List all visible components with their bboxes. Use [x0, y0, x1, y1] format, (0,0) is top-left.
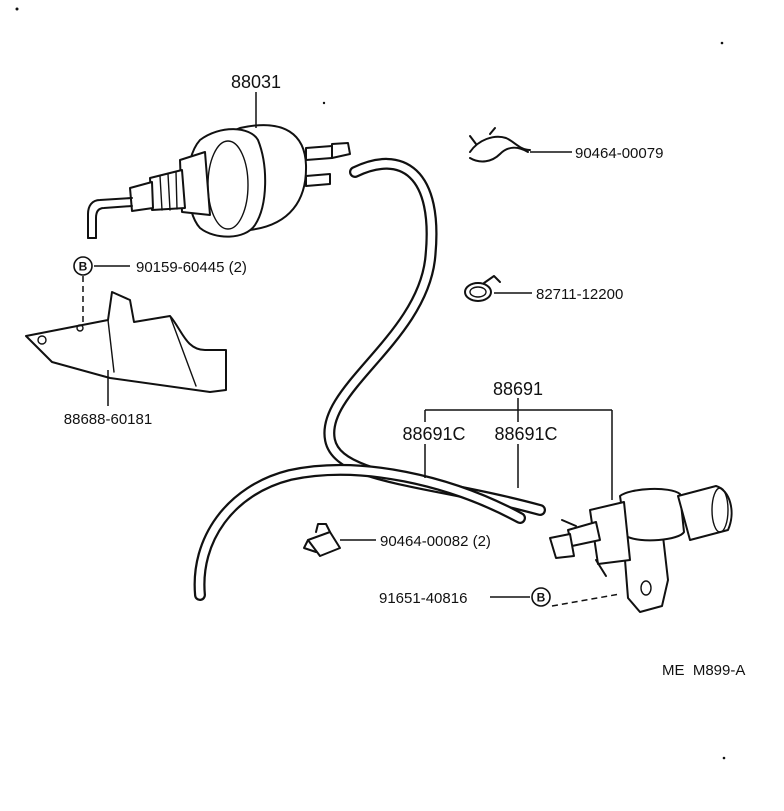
hose-clamp-part [464, 275, 501, 302]
badge-bolt-lower: B [531, 587, 551, 607]
label-hose-b: 88691C [494, 424, 557, 444]
vacuum-actuator [87, 124, 351, 239]
label-clip-lower: 90464-00082 (2) [380, 533, 491, 550]
badge-letter-lower: B [537, 591, 546, 605]
vacuum-hose-loop [193, 464, 526, 601]
diagram-code: ME M899-A [662, 662, 745, 679]
label-hose-a: 88691C [402, 424, 465, 444]
label-hose-clamp: 82711-12200 [536, 286, 623, 303]
badge-bolt-upper: B [73, 256, 93, 276]
label-bolt-b: 90159-60445 (2) [136, 259, 247, 276]
clip-upper-part [469, 127, 531, 163]
vacuum-hose-long [323, 157, 546, 516]
clip-lower-part [303, 523, 341, 557]
label-clip-upper: 90464-00079 [575, 145, 663, 162]
label-hose-set: 88691 [493, 379, 543, 399]
label-vacuum-actuator: 88031 [231, 72, 281, 92]
bracket [25, 291, 227, 393]
callout-lines [82, 92, 621, 607]
badge-letter-upper: B [79, 260, 88, 274]
scan-specks [15, 7, 726, 760]
vacuum-switching-valve [549, 485, 733, 613]
label-bolt-vsv: 91651-40816 [379, 590, 467, 607]
label-bracket: 88688-60181 [64, 411, 152, 428]
